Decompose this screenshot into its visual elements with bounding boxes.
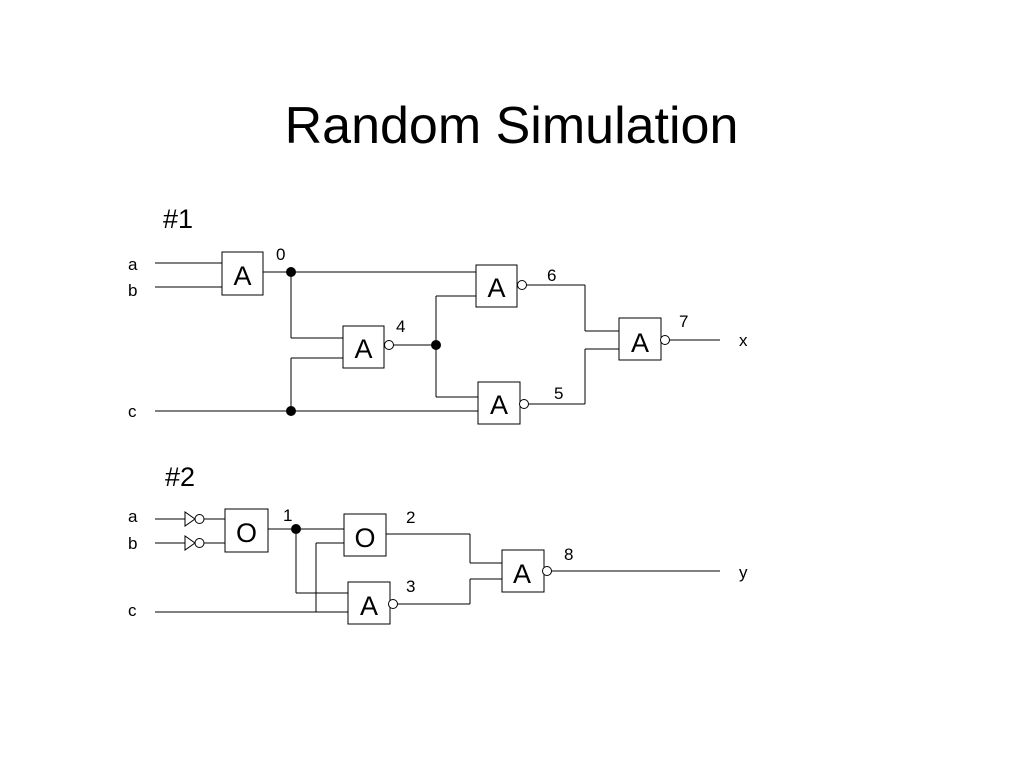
c2-gate-or-1: O [224,508,269,553]
c2-gate-3-label: A [360,591,378,621]
slide-title: Random Simulation [284,97,739,155]
c1-gate-nand-4: A [342,325,394,369]
c1-input-b: b [128,281,137,300]
circuit-2: #2 a b c y [128,462,748,625]
c1-node-0: 0 [276,245,285,264]
c1-gate-0-label: A [233,261,251,291]
c1-junction-0 [286,267,296,277]
c1-junction-c [286,406,296,416]
c1-node-5: 5 [554,384,563,403]
c2-gate-1-label: O [236,518,257,548]
c2-inverter-a [184,511,205,527]
c2-gate-8-label: A [513,559,531,589]
c2-gate-2-label: O [354,523,375,553]
circuit-2-label: #2 [165,462,195,492]
c1-node-6: 6 [547,266,556,285]
c1-gate-and-0: A [221,251,264,296]
c1-gate-nand-7: A [618,317,670,361]
c2-input-c: c [128,601,137,620]
c1-gate-5-label: A [490,390,508,420]
c2-gate-nand-8: A [501,549,552,593]
c2-gate-or-2: O [343,513,387,557]
c2-input-b: b [128,534,137,553]
circuit-1-label: #1 [163,204,193,234]
c1-gate-nand-6: A [475,264,527,308]
c1-input-a: a [128,255,138,274]
c2-inverter-b [184,535,205,551]
c2-gate-nand-3: A [347,581,398,625]
c2-node-2: 2 [406,508,415,527]
c1-gate-4-label: A [354,334,372,364]
c2-output-y: y [739,563,748,582]
c2-node-8: 8 [564,545,573,564]
c2-wires [155,518,720,613]
c1-gate-7-label: A [631,328,649,358]
c1-input-c: c [128,402,137,421]
c1-gate-nand-5: A [477,381,529,425]
c1-gate-6-label: A [487,273,505,303]
c1-node-7: 7 [679,312,688,331]
c2-node-3: 3 [406,577,415,596]
c1-junction-4 [431,340,441,350]
c1-node-4: 4 [396,317,405,336]
c2-node-1: 1 [283,506,292,525]
c2-input-a: a [128,507,138,526]
circuit-1: #1 a b c x [128,204,748,425]
c2-junction-1 [291,524,301,534]
c1-output-x: x [739,331,748,350]
